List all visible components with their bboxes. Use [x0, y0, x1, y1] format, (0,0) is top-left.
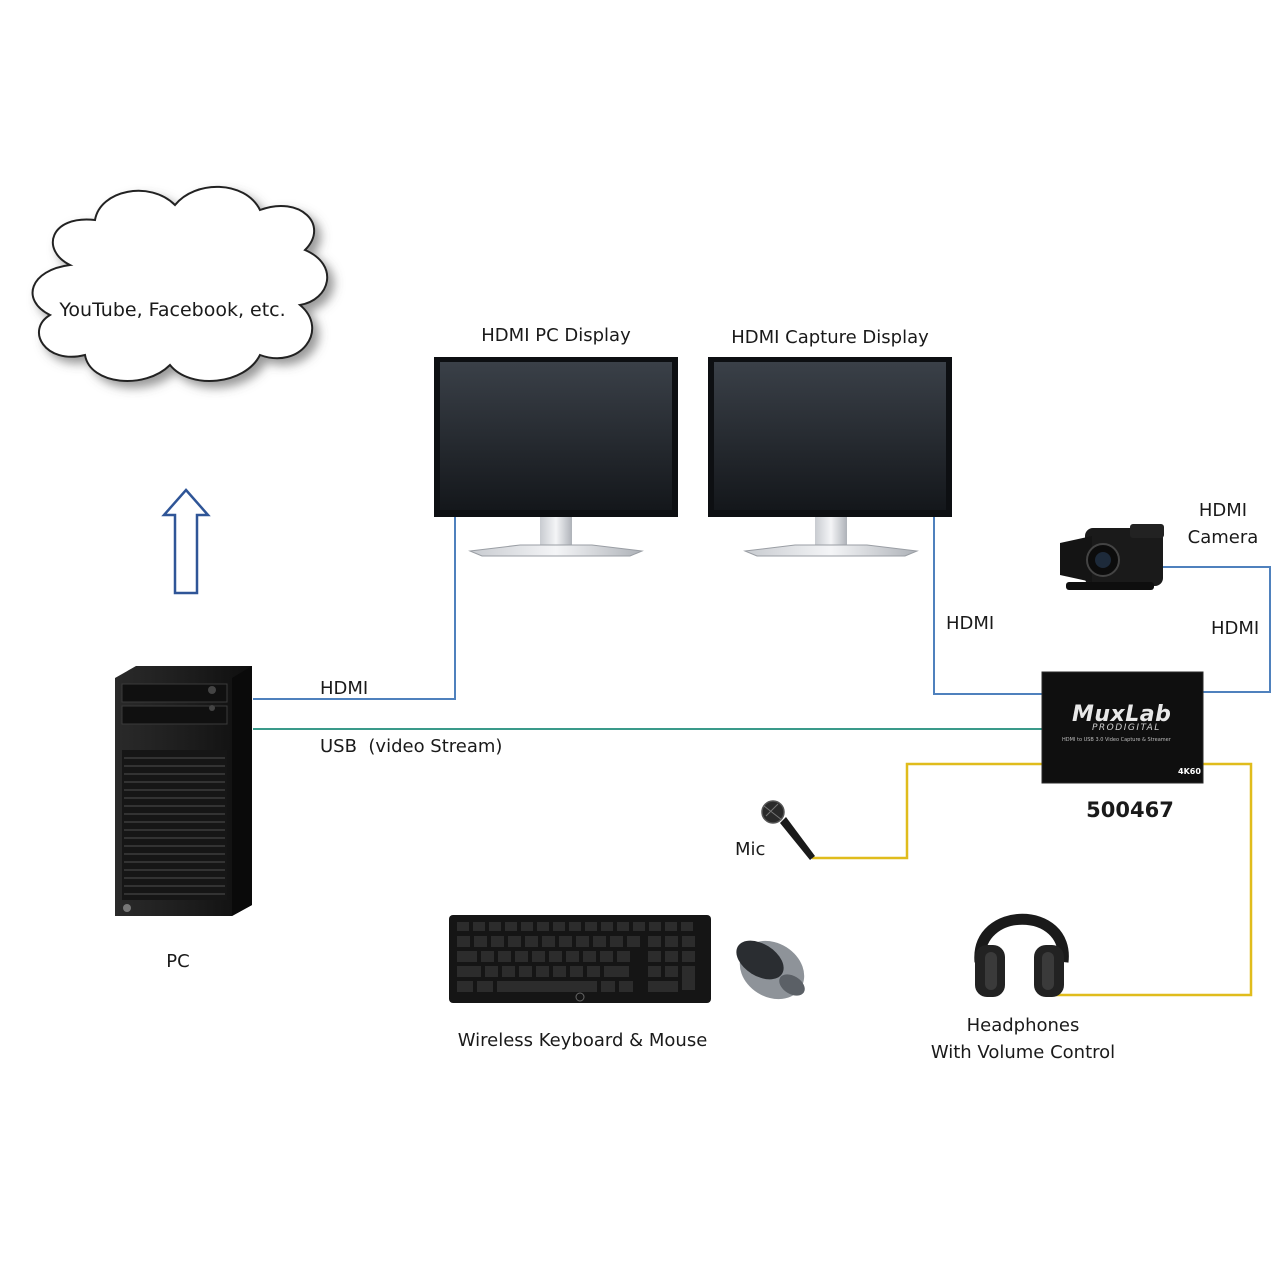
camera-label-line1: HDMI	[1198, 500, 1248, 521]
keyboard-icon	[449, 915, 711, 1003]
upload-arrow-icon	[161, 488, 211, 595]
connection-lines	[253, 515, 1271, 997]
audio-line-headphones	[1052, 762, 1253, 997]
mouse-icon	[736, 940, 805, 1000]
hdmi-line-pc-to-display	[253, 515, 456, 700]
mic-label: Mic	[735, 839, 766, 860]
hdmi-line-capture-to-display	[933, 515, 1042, 695]
hdmi-label-camera-link: HDMI	[1211, 618, 1260, 639]
hdmi-label-capture-display: HDMI	[946, 613, 995, 634]
device-badge: 4K60	[1178, 767, 1201, 776]
pc-label: PC	[166, 951, 190, 972]
headphones-label-line1: Headphones	[966, 1015, 1080, 1036]
headphones-icon	[974, 913, 1069, 997]
pc-display-label: HDMI PC Display	[481, 325, 631, 346]
device-brand-logo: MuxLab	[1072, 702, 1172, 727]
cloud-icon	[31, 185, 329, 382]
headphones-label-line2: With Volume Control	[930, 1042, 1116, 1063]
camera-label-line2: Camera	[1187, 527, 1259, 548]
audio-line-mic	[812, 762, 1042, 860]
capture-display-label: HDMI Capture Display	[731, 327, 929, 348]
pc-tower-icon	[115, 666, 252, 916]
keyboard-mouse-label: Wireless Keyboard & Mouse	[457, 1030, 708, 1051]
device-sub-brand: PRODIGITAL	[1092, 723, 1161, 733]
device-model-label: 500467	[1086, 798, 1174, 822]
cloud-label: YouTube, Facebook, etc.	[59, 299, 286, 321]
capture-device-icon	[1041, 671, 1204, 784]
pc-display-monitor	[434, 357, 678, 557]
capture-display-monitor	[708, 357, 952, 557]
hdmi-label-pc: HDMI	[320, 678, 369, 699]
microphone-icon	[761, 800, 815, 860]
usb-label: USB (video Stream)	[320, 736, 503, 757]
device-tagline: HDMI to USB 3.0 Video Capture & Streamer	[1062, 737, 1171, 743]
camcorder-icon	[1060, 524, 1164, 590]
hdmi-line-camera-to-capture	[1162, 566, 1271, 693]
